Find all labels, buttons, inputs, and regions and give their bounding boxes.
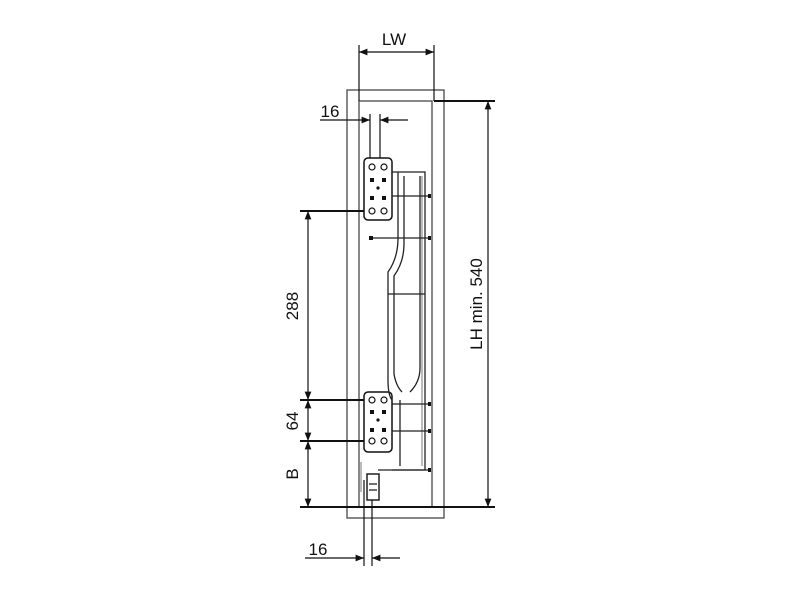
mount-spacing-label: 288 (283, 292, 302, 320)
plate-spacing-label: 64 (283, 412, 302, 431)
top-offset-dimension: 16 (320, 102, 408, 165)
top-mounting-plate (363, 157, 393, 221)
b-label: B (283, 468, 302, 479)
lw-label: LW (382, 30, 406, 49)
lh-label: LH min. 540 (467, 258, 486, 350)
mount-spacing-dimension: 288 (283, 210, 370, 401)
cabinet-outline (346, 89, 445, 519)
bottom-mounting-plate (363, 391, 393, 453)
bottom-bracket (360, 462, 380, 501)
bottom-offset-label: 16 (309, 540, 328, 559)
top-offset-label: 16 (321, 102, 340, 121)
bottom-offset-dimension: 16 (305, 480, 400, 566)
wire-basket (369, 171, 431, 472)
plate-spacing-dimension: 64 (283, 400, 370, 442)
b-dimension: B (283, 441, 312, 507)
lh-dimension: LH min. 540 (300, 100, 495, 508)
lw-dimension: LW (358, 30, 435, 101)
